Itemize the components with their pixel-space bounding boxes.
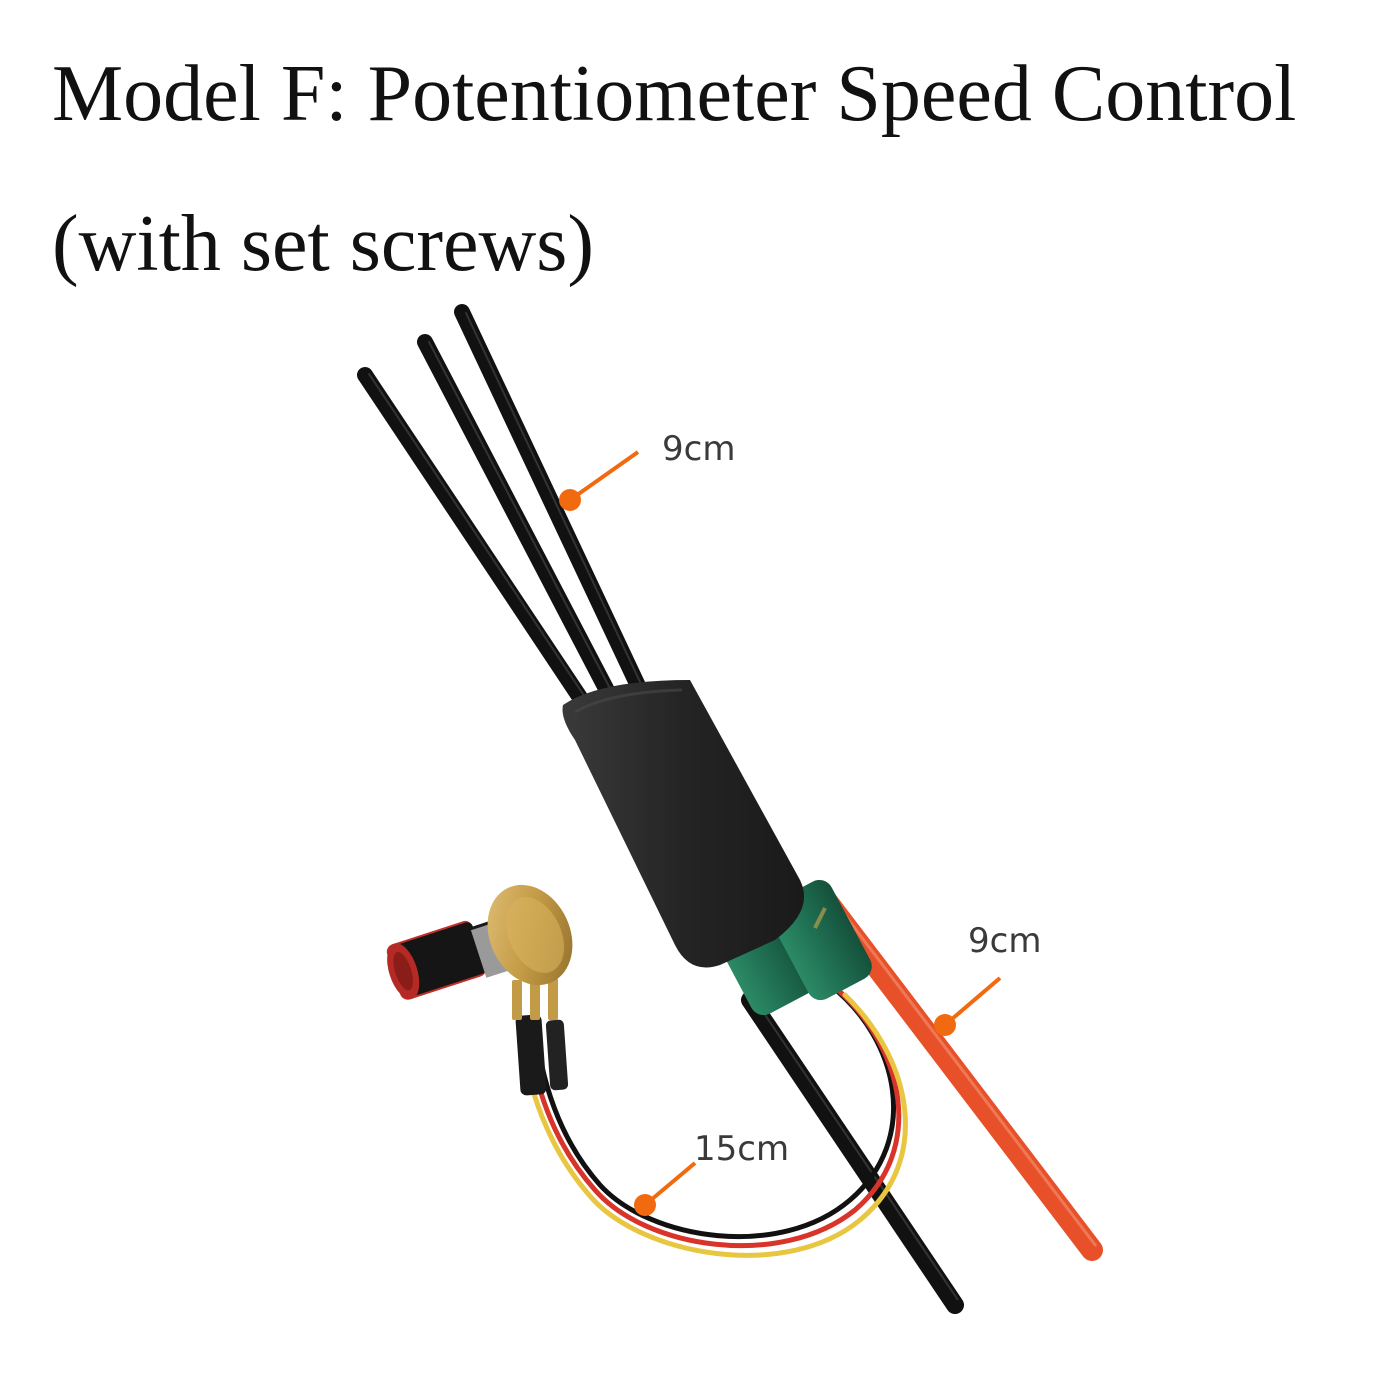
motor-wire-1 <box>357 367 593 713</box>
title-line-1: Model F: Potentiometer Speed Control <box>52 50 1297 138</box>
pot-lugs <box>512 975 558 1020</box>
dimension-markers <box>559 450 1002 1216</box>
title-line-2: (with set screws) <box>52 200 595 288</box>
potentiometer <box>386 884 573 1000</box>
marker-pot-cable <box>634 1194 656 1216</box>
label-motor-wires: 9cm <box>662 429 735 469</box>
pot-lead-shrink <box>515 1014 569 1096</box>
black-power-wire <box>741 991 964 1314</box>
label-power-wires: 9cm <box>968 921 1041 961</box>
motor-wire-3 <box>454 304 648 698</box>
signal-cable <box>519 982 908 1258</box>
motor-wires <box>357 304 648 713</box>
esc-body <box>562 680 805 968</box>
label-pot-cable: 15cm <box>694 1129 789 1169</box>
motor-wire-2 <box>417 334 620 708</box>
marker-power-wires <box>934 1014 956 1036</box>
marker-motor-wires <box>559 489 581 511</box>
